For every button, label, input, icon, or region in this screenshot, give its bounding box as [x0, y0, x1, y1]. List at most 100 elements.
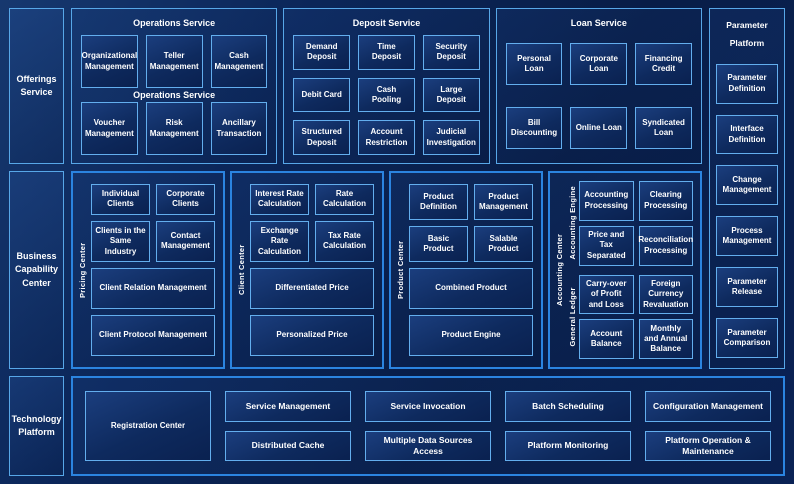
box-change-management: Change Management [716, 165, 778, 206]
panel-pricing-center: Pricing Center Individual Clients Corpor… [71, 171, 225, 369]
box-structured-deposit: Structured Deposit [293, 120, 351, 155]
panel-loan-service: Loan Service Personal Loan Corporate Loa… [495, 8, 702, 164]
box-contact-management: Contact Management [156, 220, 215, 262]
client-center-vertical-label: Client Center [237, 244, 246, 296]
box-multiple-data-sources-access: Multiple Data Sources Access [365, 430, 491, 461]
panel-technology-platform: Registration Center Service Management D… [71, 376, 785, 476]
panel-operations-service: Operations Service Organizational Manage… [71, 8, 278, 164]
pricing-center-grid: Individual Clients Corporate Clients Cli… [91, 184, 215, 262]
client-center-content: Interest Rate Calculation Rate Calculati… [248, 176, 379, 364]
box-client-relation-management: Client Relation Management [91, 267, 215, 309]
box-risk-management: Risk Management [145, 102, 203, 155]
deposit-title: Deposit Service [352, 18, 421, 28]
panel-product-center: Product Center Product Definition Produc… [389, 171, 543, 369]
box-account-restriction: Account Restriction [358, 120, 415, 155]
box-configuration-management: Configuration Management [645, 391, 771, 422]
operations-title: Operations Service [133, 18, 216, 28]
top-row: Operations Service Organizational Manage… [71, 8, 702, 164]
box-online-loan: Online Loan [570, 107, 628, 149]
box-distributed-cache: Distributed Cache [225, 430, 351, 461]
box-foreign-currency-revaluation: Foreign Currency Revaluation [638, 274, 693, 315]
box-personalized-price: Personalized Price [250, 314, 374, 357]
box-service-management: Service Management [225, 391, 351, 422]
box-bill-discounting: Bill Discounting [505, 107, 563, 149]
product-center-vertical-label: Product Center [396, 240, 405, 300]
box-exchange-rate-calculation: Exchange Rate Calculation [250, 220, 309, 262]
pricing-center-content: Individual Clients Corporate Clients Cli… [89, 176, 220, 364]
box-cash-management: Cash Management [210, 35, 268, 88]
box-large-deposit: Large Deposit [422, 77, 480, 113]
box-financing-credit: Financing Credit [635, 43, 692, 85]
accounting-engine-grid: Accounting Processing Clearing Processin… [579, 181, 693, 266]
bottom-column-4: Configuration Management Platform Operat… [645, 391, 771, 461]
box-platform-operation-maintenance: Platform Operation & Maintenance [645, 430, 771, 461]
rail-offerings-service: Offerings Service [9, 8, 64, 164]
box-individual-clients: Individual Clients [91, 184, 150, 215]
box-corporate-loan: Corporate Loan [570, 43, 628, 85]
box-security-deposit: Security Deposit [422, 35, 480, 70]
client-center-grid: Interest Rate Calculation Rate Calculati… [250, 184, 374, 262]
box-process-management: Process Management [716, 216, 778, 257]
general-ledger-grid: Carry-over of Profit and Loss Foreign Cu… [579, 274, 693, 359]
box-clients-in-the-same-industry: Clients in the Same Industry [91, 220, 150, 262]
box-parameter-comparison: Parameter Comparison [716, 318, 778, 359]
accounting-engine-vertical-label: Accounting Engine [568, 186, 577, 260]
box-product-management: Product Management [474, 184, 533, 220]
pricing-center-vertical-label: Pricing Center [78, 242, 87, 298]
box-clearing-processing: Clearing Processing [638, 181, 693, 221]
box-batch-scheduling: Batch Scheduling [505, 391, 631, 422]
box-personal-loan: Personal Loan [505, 43, 563, 85]
box-organizational-management: Organizational Management [81, 35, 138, 88]
box-time-deposit: Time Deposit [358, 35, 415, 70]
box-reconciliation-processing: Reconciliation Processing [638, 225, 693, 266]
rail-business-capability-center: Business Capability Center [9, 171, 64, 369]
box-demand-deposit: Demand Deposit [293, 35, 351, 70]
client-center-wide-2: Personalized Price [250, 314, 374, 357]
panel-accounting-center: Accounting Center Accounting Engine Acco… [548, 171, 702, 369]
box-parameter-release: Parameter Release [716, 267, 778, 308]
box-monthly-and-annual-balance: Monthly and Annual Balance [638, 319, 693, 359]
box-combined-product: Combined Product [409, 267, 533, 309]
box-teller-management: Teller Management [145, 35, 203, 88]
loan-grid: Personal Loan Corporate Loan Financing C… [505, 35, 692, 155]
box-voucher-management: Voucher Management [81, 102, 138, 155]
accounting-center-vertical-label: Accounting Center [555, 233, 564, 307]
box-differentiated-price: Differentiated Price [250, 267, 374, 309]
box-registration-center: Registration Center [85, 391, 211, 461]
panel-deposit-service: Deposit Service Demand Deposit Time Depo… [283, 8, 490, 164]
pricing-center-wide-1: Client Relation Management [91, 267, 215, 309]
box-product-definition: Product Definition [409, 184, 468, 220]
bottom-column-3: Batch Scheduling Platform Monitoring [505, 391, 631, 461]
box-debit-card: Debit Card [293, 77, 351, 113]
bottom-column-2: Service Invocation Multiple Data Sources… [365, 391, 491, 461]
middle-row: Pricing Center Individual Clients Corpor… [71, 171, 702, 369]
product-center-wide-1: Combined Product [409, 267, 533, 309]
box-syndicated-loan: Syndicated Loan [635, 107, 692, 149]
operations-row-1: Organizational Management Teller Managem… [81, 35, 268, 88]
rail-technology-platform: Technology Platform [9, 376, 64, 476]
panel-client-center: Client Center Interest Rate Calculation … [230, 171, 384, 369]
bottom-column-1: Service Management Distributed Cache [225, 391, 351, 461]
box-ancillary-transaction: Ancillary Transaction [210, 102, 268, 155]
box-price-and-tax-separated: Price and Tax Separated [579, 225, 634, 266]
box-salable-product: Salable Product [474, 225, 533, 262]
pricing-center-wide-2: Client Protocol Management [91, 314, 215, 357]
client-center-wide-1: Differentiated Price [250, 267, 374, 309]
accounting-engine-group: Accounting Engine Accounting Processing … [566, 181, 693, 266]
loan-title: Loan Service [570, 18, 627, 28]
box-carry-over-of-profit-and-loss: Carry-over of Profit and Loss [579, 274, 634, 315]
box-accounting-processing: Accounting Processing [579, 181, 634, 221]
rail-technology-label: Technology Platform [11, 413, 62, 438]
rail-business-label: Business Capability Center [14, 250, 58, 288]
box-interface-definition: Interface Definition [716, 114, 778, 155]
general-ledger-group: General Ledger Carry-over of Profit and … [566, 274, 693, 359]
box-judicial-investigation: Judicial Investigation [422, 120, 480, 155]
panel-parameter-platform: Parameter Platform Parameter Definition … [709, 8, 785, 369]
parameter-platform-title: Parameter Platform [726, 20, 768, 48]
box-platform-monitoring: Platform Monitoring [505, 430, 631, 461]
accounting-center-content: Accounting Engine Accounting Processing … [566, 176, 697, 364]
operations-row-2: Voucher Management Risk Management Ancil… [81, 102, 268, 155]
rail-offerings-label: Offerings Service [16, 73, 57, 98]
box-tax-rate-calculation: Tax Rate Calculation [315, 220, 374, 262]
